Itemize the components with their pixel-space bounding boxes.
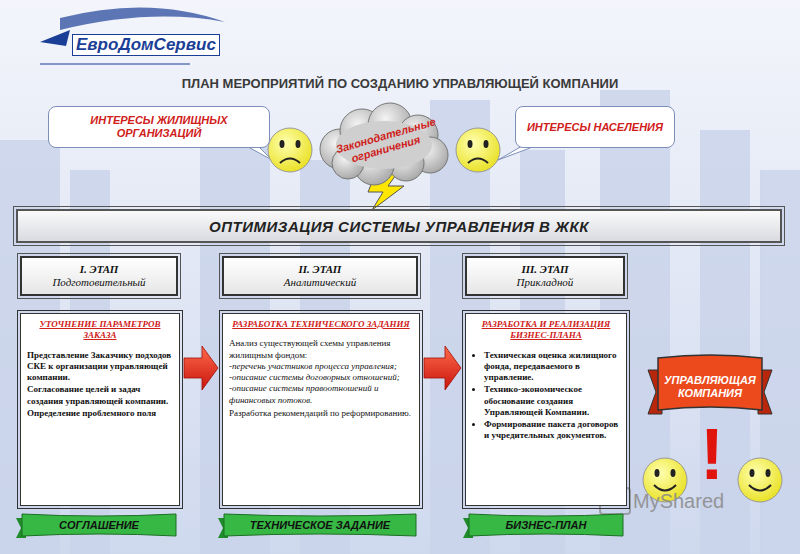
title: ПЛАН МЕРОПРИЯТИЙ ПО СОЗДАНИЮ УПРАВЛЯЮЩЕЙ… [0, 76, 800, 91]
happy-face [738, 458, 782, 502]
node-text: ИНТЕРЕСЫ НАСЕЛЕНИЯ [527, 121, 663, 134]
swoosh [60, 7, 225, 30]
node-text: СОГЛАШЕНИЕ [59, 519, 139, 531]
sad-face [268, 128, 312, 172]
title-band: ОПТИМИЗАЦИЯ СИСТЕМЫ УПРАВЛЕНИЯ В ЖКК [16, 209, 782, 243]
stage-content-box: РАЗРАБОТКА ТЕХНИЧЕСКОГО ЗАДАНИЯ Анализ су… [222, 313, 420, 506]
result-ribbon: УПРАВЛЯЮЩАЯ КОМПАНИЯ [648, 352, 772, 422]
node-text: ИНТЕРЕСЫ ЖИЛИЩНЫХ ОРГАНИЗАЦИЙ [49, 114, 269, 139]
callout-tail [498, 146, 530, 160]
result-ribbon: БИЗНЕС-ПЛАН [463, 512, 629, 538]
node-text: II. ЭТАП [299, 263, 342, 276]
node-text: Прикладной [517, 276, 574, 289]
node-text: Аналитический [284, 276, 356, 289]
stage-header: III. ЭТАППрикладной [465, 256, 625, 296]
node-text: Представление Заказчику подходов СКЕ к о… [27, 350, 173, 384]
logo-mark [40, 30, 70, 46]
city-silhouette [0, 90, 800, 554]
result-ribbon: СОГЛАШЕНИЕ [16, 512, 182, 538]
node-text: Анализ существующей схемы управления жил… [229, 338, 413, 361]
node-text: БИЗНЕС-ПЛАН [505, 519, 586, 531]
node-text: -перечень участников процесса управления… [229, 361, 413, 372]
node-text: Формирование пакета договоров и учредите… [484, 419, 620, 442]
node-text: УПРАВЛЯЮЩАЯ КОМПАНИЯ [648, 374, 772, 400]
stage-content-box: РАЗРАБОТКА И РЕАЛИЗАЦИЯ БИЗНЕС-ПЛАНА Техн… [465, 313, 627, 506]
stage-header: I. ЭТАППодготовительный [20, 256, 178, 296]
stage-header: II. ЭТАПАналитический [222, 256, 418, 296]
block-arrow [424, 346, 461, 390]
exclamation-mark: ! [700, 418, 724, 490]
node-text: Согласование целей и задач создания упра… [27, 384, 173, 407]
callout-box: ИНТЕРЕСЫ ЖИЛИЩНЫХ ОРГАНИЗАЦИЙ [48, 106, 270, 148]
block-arrow [184, 346, 218, 390]
node-text: I. ЭТАП [80, 263, 119, 276]
box-heading: РАЗРАБОТКА ТЕХНИЧЕСКОГО ЗАДАНИЯ [229, 319, 413, 330]
node-text: Разработка рекомендаций по реформировани… [229, 408, 413, 419]
box-heading: РАЗРАБОТКА И РЕАЛИЗАЦИЯ БИЗНЕС-ПЛАНА [472, 319, 620, 342]
node-text: Определение проблемного поля [27, 408, 173, 419]
callout-box: ИНТЕРЕСЫ НАСЕЛЕНИЯ [515, 106, 675, 148]
sad-face [456, 128, 500, 172]
result-ribbon: ТЕХНИЧЕСКОЕ ЗАДАНИЕ [218, 512, 422, 538]
node-text: ОПТИМИЗАЦИЯ СИСТЕМЫ УПРАВЛЕНИЯ В ЖКК [209, 218, 589, 235]
stage-content-box: УТОЧНЕНИЕ ПАРАМЕТРОВ ЗАКАЗА Представление… [20, 313, 180, 506]
watermark: MyShared [633, 490, 724, 513]
node-text: Техническая оценка жилищного фонда, пере… [484, 350, 620, 384]
node-text: Подготовительный [52, 276, 145, 289]
node-text: Технико-экономическое обоснование создан… [484, 384, 620, 418]
logo-text: ЕвроДомСервис [72, 34, 220, 56]
node-text: III. ЭТАП [521, 263, 568, 276]
bullet-list: Техническая оценка жилищного фонда, пере… [472, 350, 620, 442]
cloud: Законодательные ограничения [318, 105, 450, 181]
node-text: -описание системы договорных отношений; [229, 372, 413, 383]
node-text: -описание системы правоотношений и финан… [229, 383, 413, 406]
logo-rule [40, 64, 190, 65]
box-heading: УТОЧНЕНИЕ ПАРАМЕТРОВ ЗАКАЗА [27, 319, 173, 342]
node-text: ТЕХНИЧЕСКОЕ ЗАДАНИЕ [250, 519, 390, 531]
